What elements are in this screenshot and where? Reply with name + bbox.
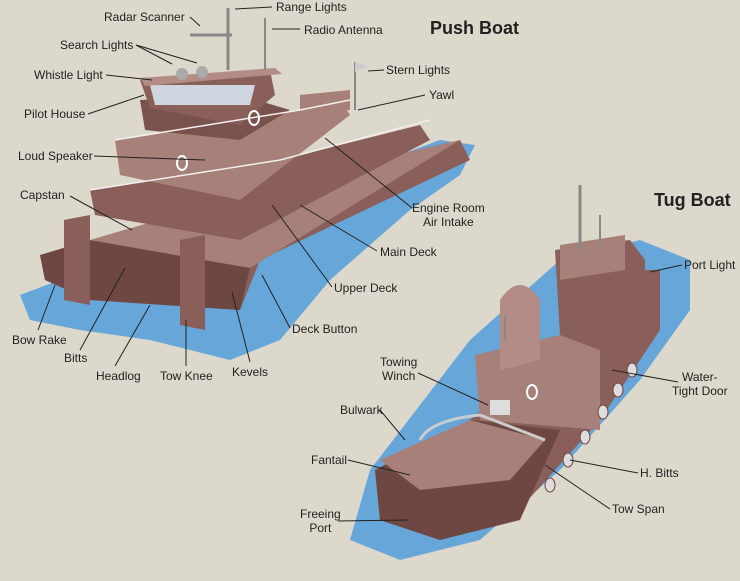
label-loud-speaker: Loud Speaker [18,149,93,163]
tug-boat-title: Tug Boat [654,190,731,210]
label-tow-span: Tow Span [612,502,665,516]
label-bulwark: Bulwark [340,403,383,417]
label-freeing-port-line2: Port [309,521,332,535]
label-tow-knee: Tow Knee [160,369,213,383]
push-boat [40,8,470,330]
label-main-deck: Main Deck [380,245,437,259]
label-capstan: Capstan [20,188,65,202]
label-freeing-port-line1: Freeing [300,507,341,521]
label-pilot-house: Pilot House [24,107,86,121]
label-kevels: Kevels [232,365,269,379]
label-range-lights: Range Lights [276,0,347,14]
label-h-bitts: H. Bitts [640,466,679,480]
label-towing-winch-line1: Towing [380,355,418,369]
label-towing-winch-line2: Winch [382,369,416,383]
label-yawl: Yawl [429,88,455,102]
tug-boat [375,185,660,540]
label-radar-scanner: Radar Scanner [104,10,185,24]
label-water-tight-door: Water-Tight Door [672,370,728,398]
label-port-light: Port Light [684,258,736,272]
label-radio-antenna: Radio Antenna [304,23,383,37]
push-boat-title: Push Boat [430,18,520,38]
label-stern-lights: Stern Lights [386,63,451,77]
label-water-tight-door-line1: Water- [682,370,718,384]
label-search-lights: Search Lights [60,38,134,52]
label-bow-rake: Bow Rake [12,333,67,347]
label-engine-room-line1: Engine Room [412,201,485,215]
label-bitts: Bitts [64,351,88,365]
label-deck-button: Deck Button [292,322,358,336]
label-upper-deck: Upper Deck [334,281,398,295]
label-whistle-light: Whistle Light [34,68,103,82]
label-water-tight-door-line2: Tight Door [672,384,728,398]
leader-lines [37,6,683,522]
label-engine-room-line2: Air Intake [423,215,474,229]
label-headlog: Headlog [96,369,141,383]
label-fantail: Fantail [311,453,348,467]
